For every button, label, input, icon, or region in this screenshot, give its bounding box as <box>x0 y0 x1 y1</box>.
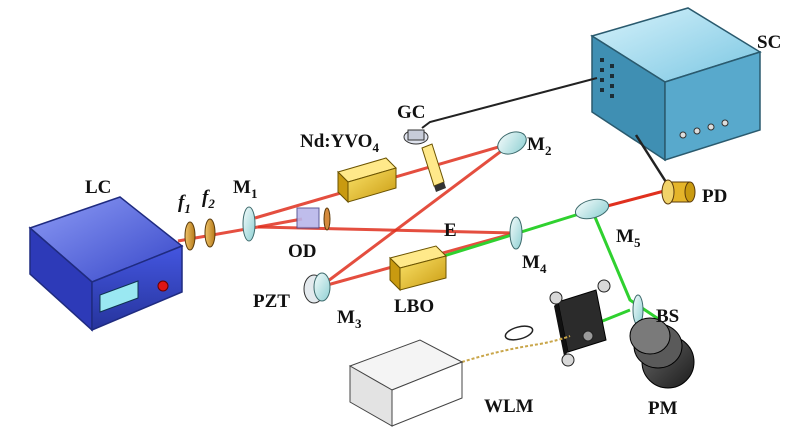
label-pd: PD <box>702 186 727 207</box>
label-part: M <box>337 307 355 328</box>
label-pzt: PZT <box>253 291 290 312</box>
cable-sc-to-pd <box>634 134 668 183</box>
label-f2: f2 <box>202 187 215 211</box>
lc-power-button <box>157 280 169 292</box>
power-meter-pm <box>629 317 695 389</box>
label-part: 4 <box>372 140 379 155</box>
mirror-m5 <box>574 198 610 220</box>
galvo-gc <box>403 129 446 192</box>
lens-f1 <box>184 221 196 251</box>
label-part: M <box>233 177 251 198</box>
label-e: E <box>444 220 457 241</box>
label-bs: BS <box>656 306 679 327</box>
label-part: 3 <box>355 316 362 331</box>
label-part: M <box>616 226 634 247</box>
label-part: 1 <box>184 201 191 216</box>
label-gc: GC <box>397 102 426 123</box>
mirror-m3-pzt <box>303 272 331 304</box>
cavity-beam-m2-m3 <box>319 141 513 289</box>
label-od: OD <box>288 241 317 262</box>
label-part: 2 <box>545 143 552 158</box>
diagram-labels: LC f1 f2 M1 Nd:YVO4 GC SC M2 E OD PZT M3… <box>85 32 781 419</box>
crystal-lbo <box>389 245 447 292</box>
label-m2: M2 <box>527 134 551 158</box>
label-m5: M5 <box>616 226 641 250</box>
mirror-m2 <box>497 131 527 155</box>
mirror-m1 <box>242 206 256 242</box>
label-pm: PM <box>648 398 678 419</box>
label-m1: M1 <box>233 177 257 201</box>
servo-controller-sc <box>590 7 762 162</box>
laser-controller-lc <box>28 196 184 332</box>
label-part: 1 <box>251 186 258 201</box>
label-part: 2 <box>207 196 215 211</box>
label-m4: M4 <box>522 252 547 276</box>
label-part: 4 <box>540 261 547 276</box>
green-beam-to-fiber <box>599 308 631 324</box>
crystal-ndyvo4 <box>337 157 397 204</box>
label-lbo: LBO <box>394 296 434 317</box>
optical-fiber <box>461 325 571 363</box>
label-sc: SC <box>757 32 781 53</box>
label-part: M <box>522 252 540 273</box>
label-part: f <box>202 187 210 208</box>
cable-sc-to-gc <box>421 77 598 129</box>
label-wlm: WLM <box>484 396 534 417</box>
label-f1: f1 <box>178 192 191 216</box>
photodetector-pd <box>661 179 696 205</box>
label-part: 5 <box>634 235 641 250</box>
green-beam-to-bs <box>590 209 661 322</box>
mirror-m4 <box>509 216 523 250</box>
lc-display <box>99 280 139 313</box>
label-part: M <box>527 134 545 155</box>
label-lc: LC <box>85 177 111 198</box>
pump-beam-red <box>177 217 303 243</box>
fiber-coupler-mount <box>549 279 611 367</box>
wavelength-meter-wlm <box>348 339 464 427</box>
label-part: Nd:YVO <box>300 131 372 152</box>
label-ndyvo4: Nd:YVO4 <box>300 131 379 155</box>
green-output-beam <box>417 208 593 266</box>
lens-f2 <box>204 218 216 248</box>
label-part: f <box>178 192 186 213</box>
optical-diode-od <box>296 207 331 231</box>
label-m3: M3 <box>337 307 362 331</box>
